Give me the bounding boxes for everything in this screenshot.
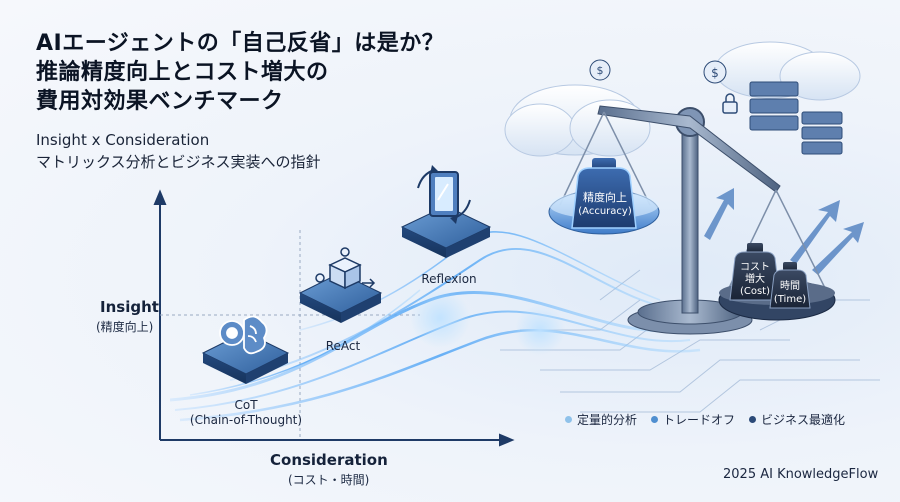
react-label: ReAct <box>325 339 361 353</box>
legend-dot-icon <box>651 416 659 423</box>
accuracy-label-2: (Accuracy) <box>578 206 632 217</box>
title-line-3: 費用対効果ベンチマーク <box>36 89 284 114</box>
subtitle-line-1: Insight x Consideration <box>36 131 210 149</box>
footer-credit: 2025 AI KnowledgeFlow <box>723 467 879 482</box>
accuracy-label-1: 精度向上 <box>583 191 627 204</box>
legend-label: 定量的分析 <box>577 413 638 427</box>
subtitle-line-2: マトリックス分析とビジネス実装への指針 <box>36 153 321 171</box>
matrix-axes <box>153 189 515 447</box>
title-line-1: AIエージェントの「自己反省」は是か？ <box>36 31 445 56</box>
mirror-icon <box>417 165 471 224</box>
grid-lines <box>160 230 420 440</box>
cot-label: CoT <box>234 398 258 412</box>
accuracy-weight <box>571 158 637 229</box>
y-axis-sub: (精度向上) <box>96 320 154 334</box>
rising-arrows <box>704 188 864 275</box>
title-line-2: 推論精度向上とコスト増大の <box>36 60 329 85</box>
cot-sublabel: (Chain-of-Thought) <box>189 413 303 427</box>
legend: 定量的分析 トレードオフ ビジネス最適化 <box>565 411 845 428</box>
legend-dot-icon <box>749 416 757 423</box>
legend-item: 定量的分析 <box>565 411 637 428</box>
cube-arrow-icon <box>315 247 376 290</box>
legend-label: トレードオフ <box>663 413 736 427</box>
brain-gear-icon <box>219 315 268 355</box>
time-weight <box>769 262 811 309</box>
reflexion-label: Reflexion <box>421 272 477 286</box>
server-stack-icon <box>749 81 843 155</box>
cost-label-1: コスト <box>740 262 770 273</box>
cost-label-3: (Cost) <box>739 286 771 297</box>
legend-label: ビジネス最適化 <box>761 413 846 427</box>
x-axis-label: Consideration <box>270 451 388 469</box>
cost-weight <box>729 243 781 301</box>
legend-item: トレードオフ <box>651 411 735 428</box>
coin-icon <box>589 59 727 84</box>
react-node <box>298 272 383 323</box>
legend-dot-icon <box>565 416 572 423</box>
time-label-2: (Time) <box>773 294 807 305</box>
cost-label-2: 増大 <box>745 274 765 285</box>
svg-text:$: $ <box>711 66 719 80</box>
y-axis-label: Insight <box>100 298 159 316</box>
svg-text:$: $ <box>597 64 604 77</box>
legend-item: ビジネス最適化 <box>749 411 845 428</box>
time-label-1: 時間 <box>780 281 800 292</box>
x-axis-sub: (コスト・時間) <box>288 473 370 487</box>
lock-icon <box>722 93 738 114</box>
